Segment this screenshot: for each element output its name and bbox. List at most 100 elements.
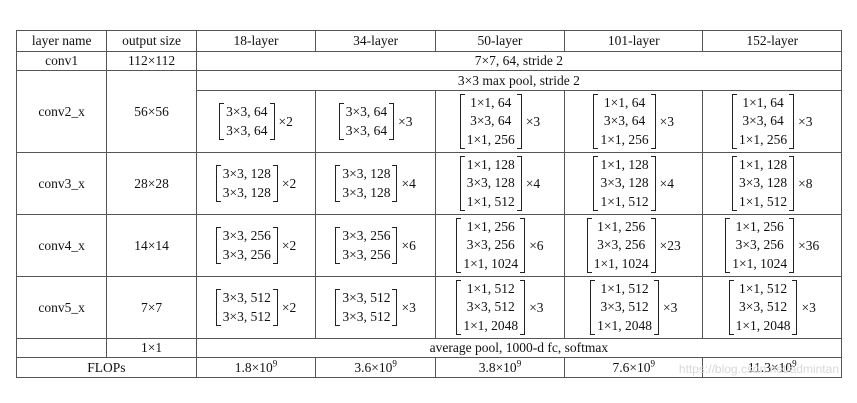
header-152-layer: 152-layer	[702, 30, 842, 52]
block-line: 3×3, 64	[345, 104, 388, 119]
block-multiplier: ×6	[529, 237, 544, 253]
flops-exponent: 9	[272, 358, 278, 368]
avgpool-spec: average pool, 1000-d fc, softmax	[195, 338, 843, 358]
stage-output-size: 7×7	[106, 276, 197, 339]
block-line: 1×1, 2048	[463, 317, 519, 333]
block-line: 1×1, 256	[466, 131, 515, 147]
block-multiplier: ×36	[798, 237, 820, 253]
flops-exponent: 9	[516, 358, 522, 368]
block-multiplier: ×2	[278, 113, 293, 129]
block-line: 1×1, 512	[466, 193, 515, 209]
block-line: 1×1, 512	[600, 193, 649, 209]
block-line: 3×3, 64	[603, 113, 646, 129]
resnet-architecture-table: layer name output size 18-layer 34-layer…	[15, 30, 843, 378]
block-line: 3×3, 64	[345, 122, 388, 138]
block-line: 3×3, 128	[222, 166, 271, 181]
stage-output-size: 28×28	[106, 152, 197, 215]
block-multiplier: ×8	[798, 175, 813, 191]
block-line: 3×3, 64	[742, 113, 784, 129]
block-line: 1×1, 1024	[593, 255, 649, 271]
block-line: 3×3, 512	[222, 290, 271, 305]
flops-value: 11.3×109	[702, 357, 842, 378]
block-line: 1×1, 256	[735, 218, 784, 234]
block-line: 3×3, 256	[597, 237, 646, 253]
block-multiplier: ×3	[398, 113, 413, 129]
conv1-name: conv1	[15, 51, 108, 71]
flops-value: 3.8×109	[434, 357, 565, 378]
block-multiplier: ×3	[801, 299, 816, 315]
block-line: 1×1, 512	[738, 193, 788, 209]
block-multiplier: ×4	[401, 175, 416, 191]
block-line: 1×1, 512	[738, 280, 788, 296]
block-line: 3×3, 256	[222, 246, 271, 262]
block-line: 3×3, 64	[226, 122, 268, 138]
conv1-spec: 7×7, 64, stride 2	[195, 51, 843, 71]
flops-exponent: 9	[650, 358, 655, 368]
header-101-layer: 101-layer	[563, 30, 704, 52]
block-multiplier: ×4	[525, 175, 541, 191]
stage-cell: 3×3, 64 3×3, 64 ×3	[315, 90, 436, 153]
header-34-layer: 34-layer	[315, 30, 436, 52]
block-line: 1×1, 128	[466, 156, 515, 172]
flops-exponent: 9	[392, 358, 397, 368]
block-line: 1×1, 256	[466, 218, 515, 234]
block-line: 1×1, 2048	[597, 317, 652, 333]
header-output-size: output size	[106, 30, 197, 52]
header-50-layer: 50-layer	[434, 30, 565, 52]
block-line: 1×1, 64	[470, 94, 512, 110]
block-multiplier: ×3	[401, 299, 416, 315]
block-line: 3×3, 512	[342, 290, 391, 305]
block-multiplier: ×3	[662, 299, 678, 315]
block-line: 3×3, 128	[600, 175, 649, 191]
watermark-text: https://blog.csdn.net/admintan	[678, 362, 839, 376]
flops-base: 7.6×10	[612, 359, 651, 375]
block-line: 3×3, 128	[738, 175, 788, 191]
flops-value: 1.8×109	[195, 357, 317, 378]
block-line: 1×1, 256	[738, 131, 788, 147]
flops-base: 11.3×10	[747, 359, 793, 375]
flops-exponent: 9	[792, 358, 797, 368]
block-line: 3×3, 256	[342, 228, 391, 243]
flops-base: 3.8×10	[478, 359, 517, 375]
residual-block: 3×3, 64 3×3, 64 ×3	[338, 103, 413, 140]
block-multiplier: ×2	[281, 237, 297, 253]
